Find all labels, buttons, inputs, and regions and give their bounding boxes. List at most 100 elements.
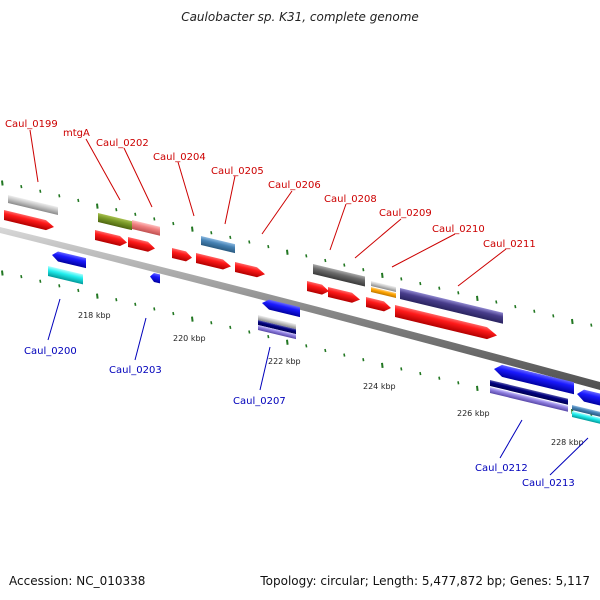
gene-caul-0207-box-c	[258, 325, 296, 340]
gene-label-caul-0200: Caul_0200	[24, 346, 77, 357]
tick-mark	[381, 272, 384, 278]
tick-labels: 218 kbp 220 kbp 222 kbp 224 kbp 226 kbp …	[78, 311, 584, 447]
gene-arrow-blue-small	[150, 272, 160, 284]
tick-mark	[514, 304, 517, 309]
gene-arrow-red	[235, 262, 265, 278]
tick-mark	[210, 231, 213, 235]
leader-caul-0205	[224, 175, 236, 225]
gene-caul-0210-box	[400, 288, 503, 324]
gene-caul-0207-box-b	[258, 320, 296, 335]
tick-mark	[324, 348, 327, 353]
tick-mark	[77, 198, 80, 203]
leader-caul-0209	[354, 218, 402, 259]
tick-mark	[1, 270, 4, 276]
tick-label: 218 kbp	[78, 311, 111, 320]
tick-label: 220 kbp	[173, 334, 206, 343]
gene-mtga-box	[98, 213, 132, 231]
leader-caul-0213	[549, 437, 589, 476]
gene-label-mtga: mtgA	[63, 128, 90, 139]
gene-label-caul-0212: Caul_0212	[475, 463, 528, 474]
tick-mark	[381, 362, 384, 368]
tick-mark	[134, 212, 137, 216]
tick-mark	[96, 203, 99, 209]
gene-label-caul-0211: Caul_0211	[483, 239, 536, 250]
gene-label-caul-0208: Caul_0208	[324, 194, 377, 205]
gene-label-caul-0203: Caul_0203	[109, 365, 162, 376]
tick-mark	[476, 385, 479, 392]
page-title: Caulobacter sp. K31, complete genome	[181, 10, 419, 24]
gene-caul-0202-box	[132, 220, 160, 236]
gene-caul-0207-box-a	[258, 315, 296, 330]
gene-arrow-red	[95, 230, 127, 247]
gene-label-caul-0207: Caul_0207	[233, 396, 286, 407]
tick-mark	[457, 381, 460, 385]
tick-mark	[419, 281, 422, 286]
gene-features	[4, 195, 600, 425]
gene-arrow-red	[328, 287, 360, 303]
leader-caul-0210	[391, 233, 456, 268]
gene-arrow-red	[395, 305, 497, 340]
tick-mark	[495, 300, 498, 304]
tick-mark	[191, 226, 194, 232]
gene-label-caul-0213: Caul_0213	[522, 478, 575, 489]
leader-caul-0200	[47, 298, 61, 341]
gene-label-caul-0204: Caul_0204	[153, 152, 206, 163]
gene-arrow-red	[366, 297, 391, 312]
tick-mark	[115, 208, 118, 212]
tick-mark	[552, 314, 555, 318]
leader-caul-0212	[499, 419, 523, 459]
tick-mark	[343, 263, 346, 267]
gene-label-caul-0199: Caul_0199	[5, 119, 58, 130]
tick-mark	[362, 358, 365, 362]
gene-labels: Caul_0199 mtgA Caul_0202 Caul_0204 Caul_…	[5, 119, 575, 489]
tick-mark	[134, 302, 137, 306]
tick-mark	[20, 274, 23, 279]
gene-caul-0208-box	[313, 264, 365, 287]
gene-label-caul-0205: Caul_0205	[211, 166, 264, 177]
tick-mark	[77, 288, 80, 293]
leader-caul-0199	[29, 129, 39, 183]
gene-arrow-blue	[52, 251, 86, 269]
tick-mark	[172, 311, 175, 316]
gene-label-caul-0202: Caul_0202	[96, 138, 149, 149]
leader-caul-0204	[177, 161, 195, 217]
tick-mark	[343, 353, 346, 357]
tick-label: 228 kbp	[551, 438, 584, 447]
tick-mark	[400, 367, 403, 371]
tick-mark	[400, 277, 403, 281]
tick-mark	[590, 323, 593, 327]
tick-mark	[39, 189, 42, 193]
tick-mark	[438, 376, 441, 380]
tick-mark	[457, 291, 460, 295]
gene-caul-0213-box-b	[572, 411, 600, 425]
leader-caul-0203	[134, 317, 147, 361]
leader-lines	[29, 129, 589, 476]
leader-caul-0208	[329, 203, 347, 251]
gene-arrow-red	[128, 237, 155, 252]
gene-arrow-red	[196, 253, 231, 270]
tick-mark	[305, 344, 308, 348]
tick-mark	[58, 284, 61, 288]
leader-caul-0207	[259, 346, 271, 391]
tick-mark	[248, 330, 251, 334]
gene-caul-0209-box-b	[371, 287, 396, 299]
tick-mark	[172, 221, 175, 226]
tick-mark	[438, 286, 441, 290]
leader-caul-0202	[123, 147, 153, 208]
gene-label-caul-0206: Caul_0206	[268, 180, 321, 191]
leader-caul-0211	[457, 248, 507, 287]
tick-mark	[533, 309, 536, 313]
tick-mark	[286, 249, 289, 255]
tick-mark	[305, 254, 308, 258]
gene-arrow-red	[307, 281, 329, 295]
gene-arrow-red	[172, 248, 192, 262]
tick-mark	[476, 295, 479, 302]
tick-mark	[191, 316, 194, 322]
tick-mark	[286, 339, 289, 345]
tick-mark	[229, 325, 232, 330]
tick-mark	[229, 235, 232, 240]
leader-mtga	[85, 138, 121, 201]
gene-caul-0199-box	[8, 195, 58, 216]
genome-summary-text: Topology: circular; Length: 5,477,872 bp…	[260, 574, 590, 588]
